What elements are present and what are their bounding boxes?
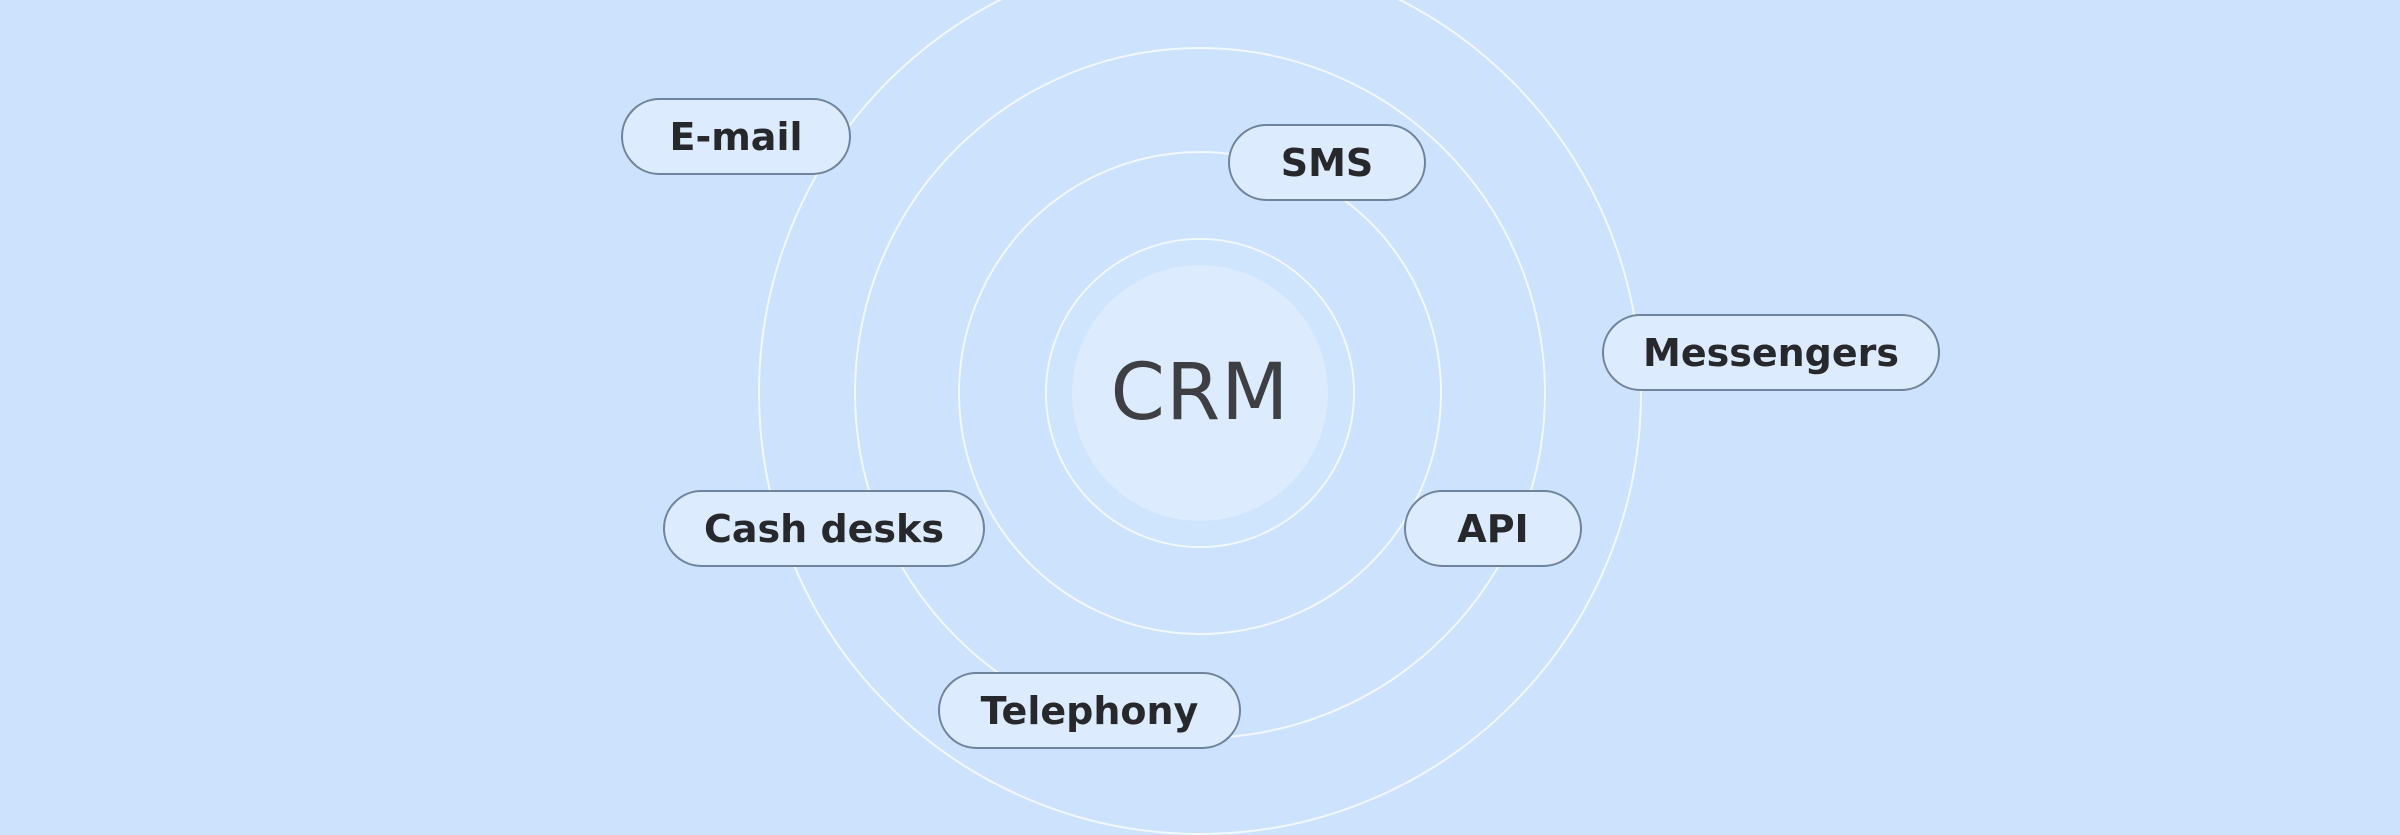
node-sms-label: SMS [1280,140,1374,185]
ring-2 [958,151,1442,635]
node-telephony-label: Telephony [980,688,1199,733]
node-api-label: API [1457,506,1529,551]
node-email[interactable]: E-mail [621,98,851,175]
crm-label: CRM [1110,348,1290,438]
node-telephony[interactable]: Telephony [938,672,1241,749]
crm-integration-diagram: CRM E-mail SMS Messengers Cash desks API… [621,0,1940,835]
node-cash-desks-label: Cash desks [704,506,944,551]
node-cash-desks[interactable]: Cash desks [663,490,985,567]
node-messengers-label: Messengers [1643,330,1899,375]
node-messengers[interactable]: Messengers [1602,314,1940,391]
ring-inner [1045,238,1355,548]
node-email-label: E-mail [669,114,803,159]
node-api[interactable]: API [1404,490,1582,567]
crm-core-circle: CRM [1072,265,1328,521]
node-sms[interactable]: SMS [1228,124,1426,201]
